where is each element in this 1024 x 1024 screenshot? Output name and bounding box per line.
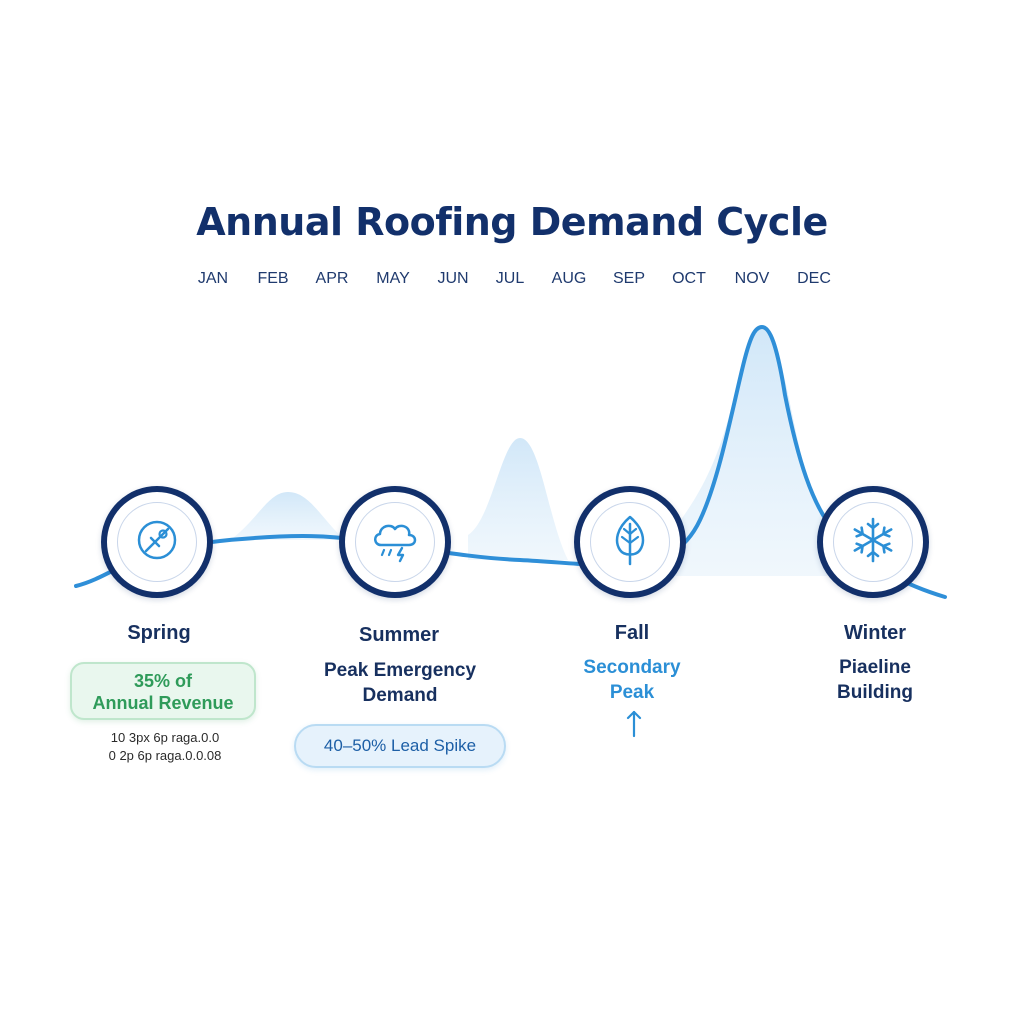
month-label-may: MAY [376,270,410,287]
season-label-summer: Summer [358,624,440,646]
month-label-aug: AUG [551,270,587,287]
season-label-winter: Winter [843,622,907,644]
month-label-apr: APR [315,270,349,287]
spring-node [101,486,213,598]
snowflake-icon [849,516,897,569]
demand-area-fall [660,328,850,576]
storm-cloud-icon [369,517,421,568]
demand-area-spring [230,492,345,540]
fall-description-line2: Peak [609,682,655,703]
summer-description: Peak Emergency Demand [290,658,510,708]
fall-description: Secondary Peak [552,655,712,705]
spring-note-2: 0 2p 6p raga.0.0.08 [108,748,222,763]
chart-title: Annual Roofing Demand Cycle [196,200,828,244]
month-label-sep: SEP [612,270,645,287]
demand-area-summer [468,438,568,560]
spring-badge-line2: Annual Revenue [92,693,234,713]
leaf-icon [610,514,650,571]
fall-description-line1: Secondary [583,657,681,678]
winter-description-line1: Piaeline [839,657,911,678]
winter-description: Piaeline Building [805,655,945,705]
month-label-jun: JUN [437,270,469,287]
winter-node [817,486,929,598]
compass-pin-icon [134,517,180,568]
spring-note-1: 10 3px 6p raga.0.0 [110,730,220,745]
spring-revenue-badge: 35% of Annual Revenue [70,662,256,720]
month-label-jan: JAN [197,270,229,287]
fall-node [574,486,686,598]
month-label-dec: DEC [797,270,831,287]
winter-description-line2: Building [837,682,913,703]
month-label-jul: JUL [495,270,525,287]
summer-lead-spike-badge: 40–50% Lead Spike [294,724,506,768]
summer-description-line1: Peak Emergency [323,660,477,681]
summer-node [339,486,451,598]
summer-description-line2: Demand [362,685,438,706]
month-label-oct: OCT [672,270,706,287]
season-label-fall: Fall [614,622,650,644]
spring-badge-line1: 35% of [133,671,193,691]
month-label-feb: FEB [257,270,289,287]
month-label-nov: NOV [734,270,770,287]
arrow-up-icon [626,710,642,738]
season-label-spring: Spring [127,622,191,644]
